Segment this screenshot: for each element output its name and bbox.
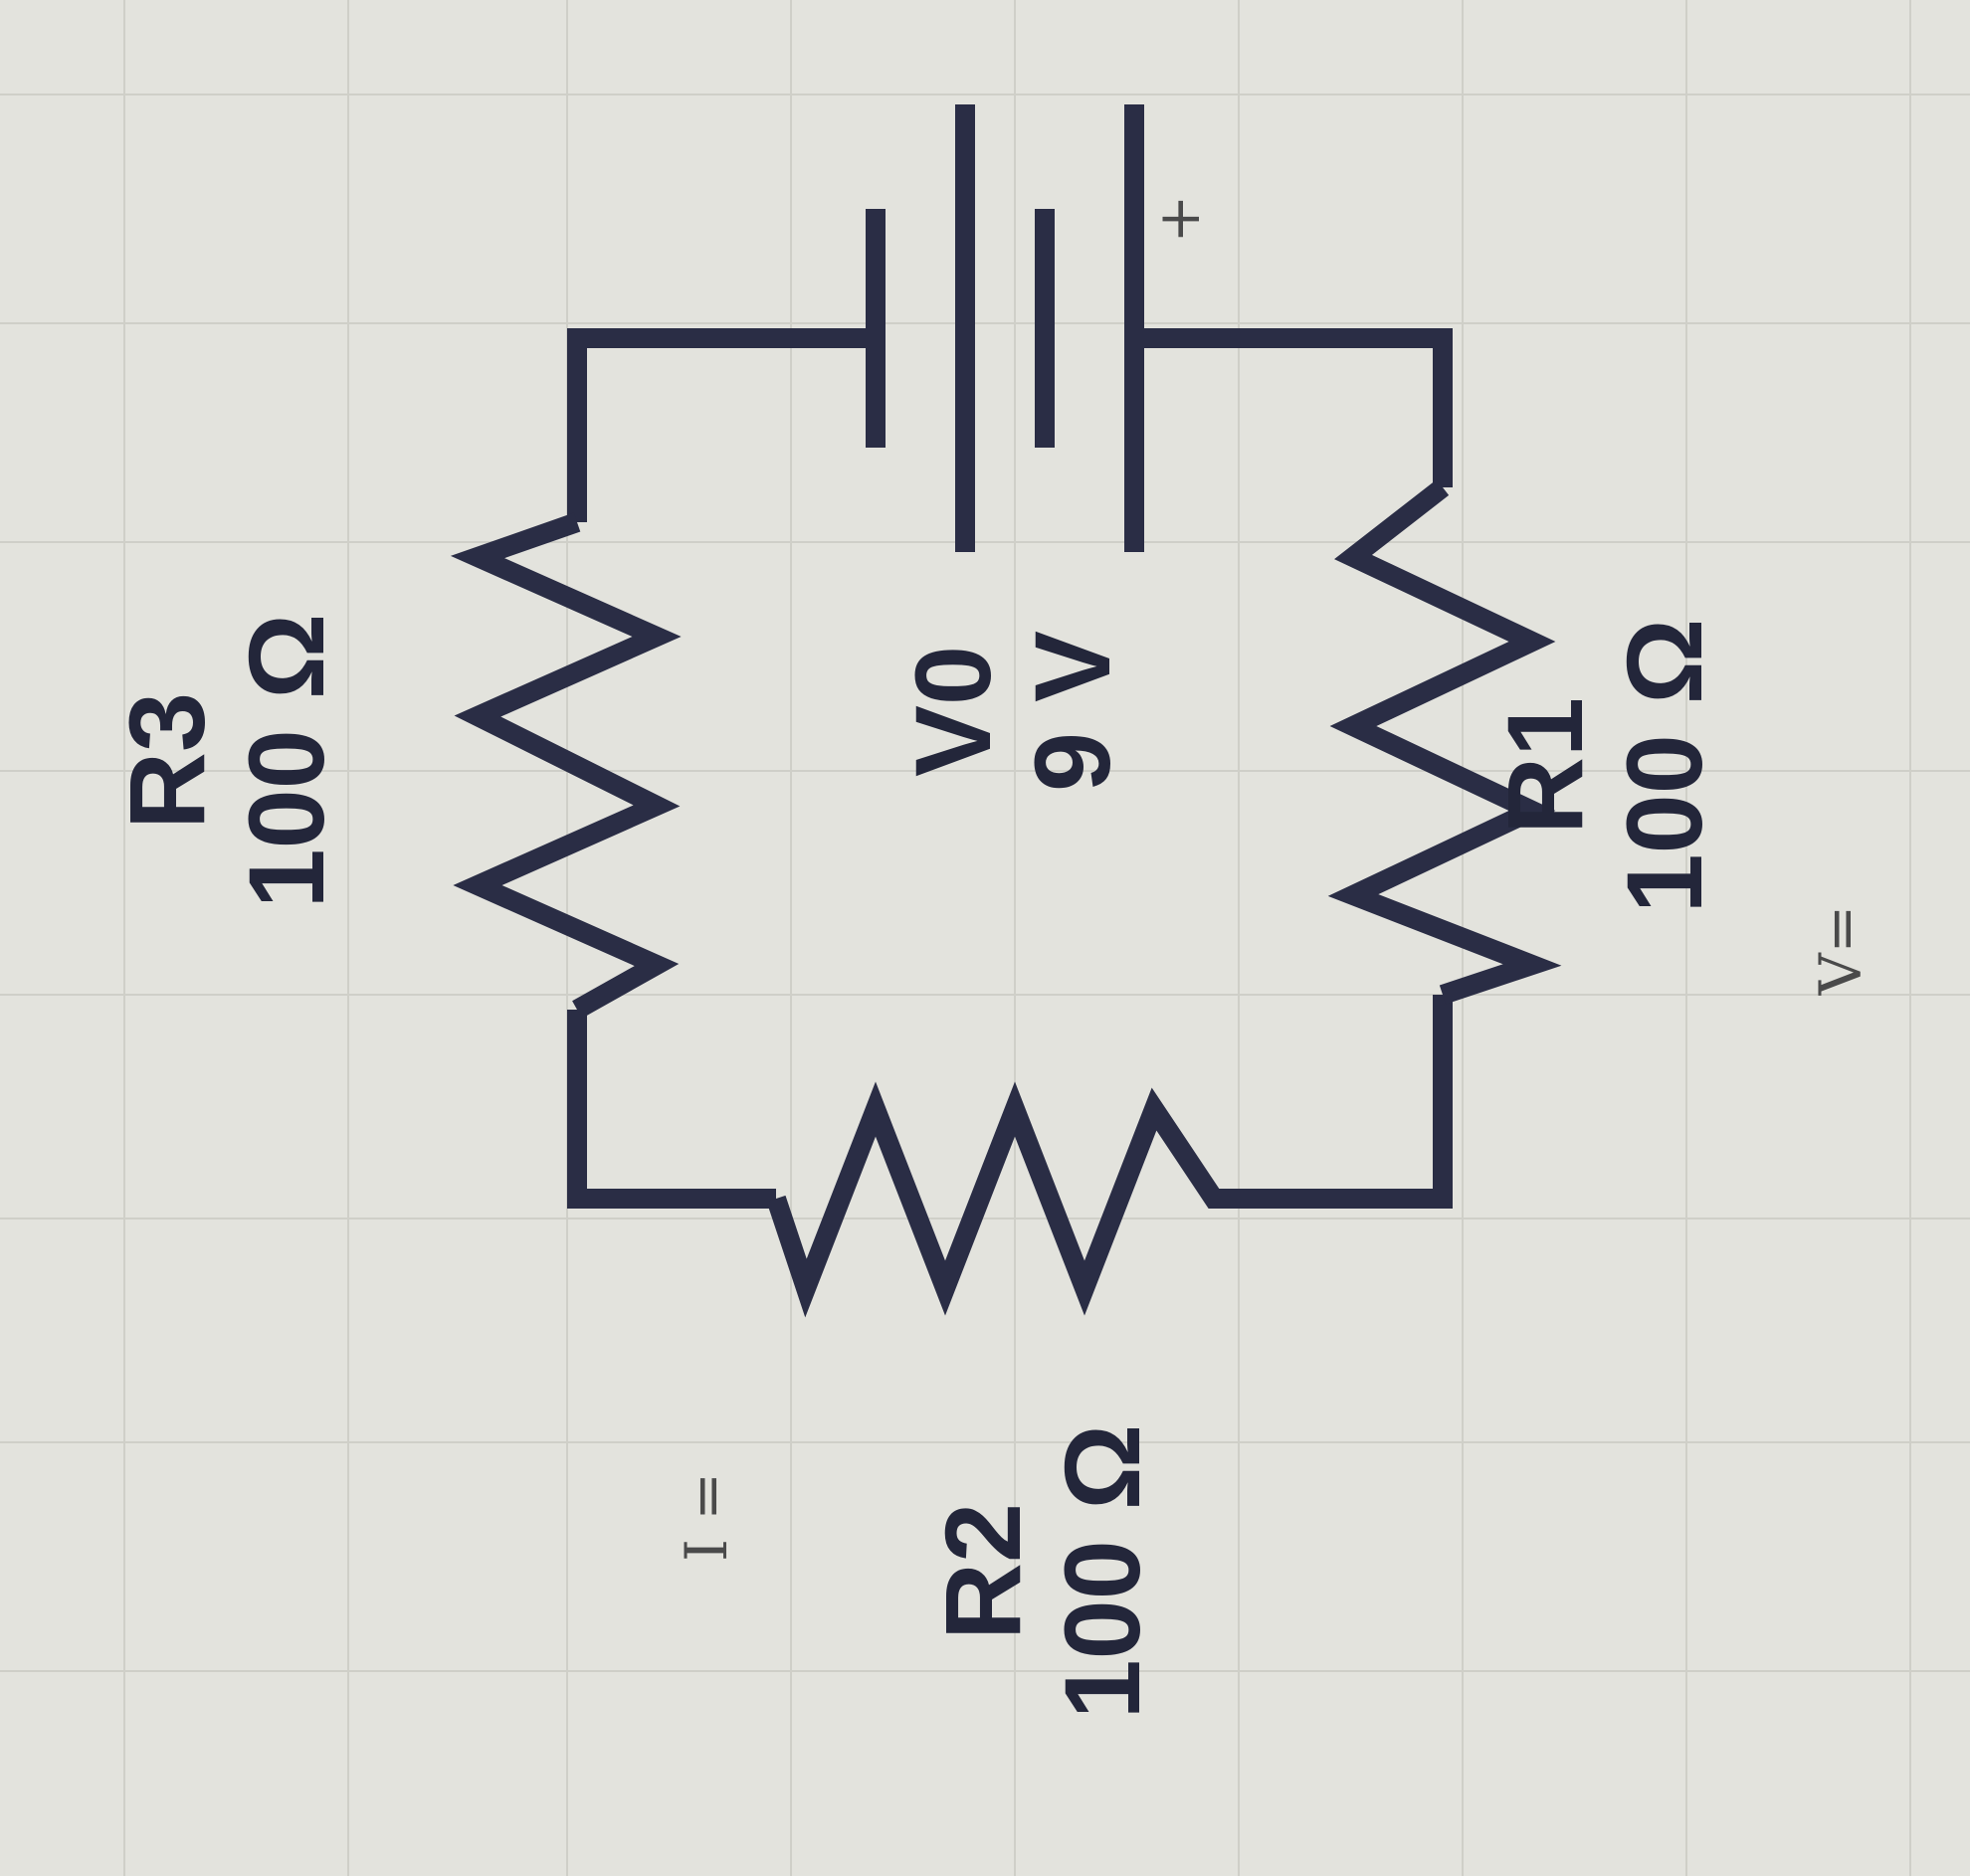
- wire-top: [1134, 328, 1453, 487]
- resistor-r1: [1327, 479, 1562, 1005]
- current-note: I =: [673, 1472, 740, 1562]
- svg-text:+: +: [1145, 195, 1213, 244]
- v0-value-label: 9 V: [1012, 631, 1132, 792]
- wire-bottom: [567, 1010, 776, 1209]
- r3-name-label: R3: [106, 692, 227, 830]
- r3-value-label: 100 Ω: [226, 614, 346, 909]
- r1-value-label: 100 Ω: [1604, 619, 1724, 914]
- voltage-note: V=: [1807, 905, 1874, 996]
- v0-name-label: V0: [892, 646, 1013, 777]
- r1-name-label: R1: [1484, 697, 1605, 835]
- r2-value-label: 100 Ω: [1042, 1424, 1162, 1720]
- r2-name-label: R2: [922, 1503, 1043, 1640]
- wire-left: [567, 328, 876, 522]
- plus-sign: +: [1145, 195, 1213, 244]
- resistor-r2: [766, 1081, 1254, 1318]
- resistor-r3: [450, 512, 682, 1019]
- wire-right: [1254, 995, 1453, 1209]
